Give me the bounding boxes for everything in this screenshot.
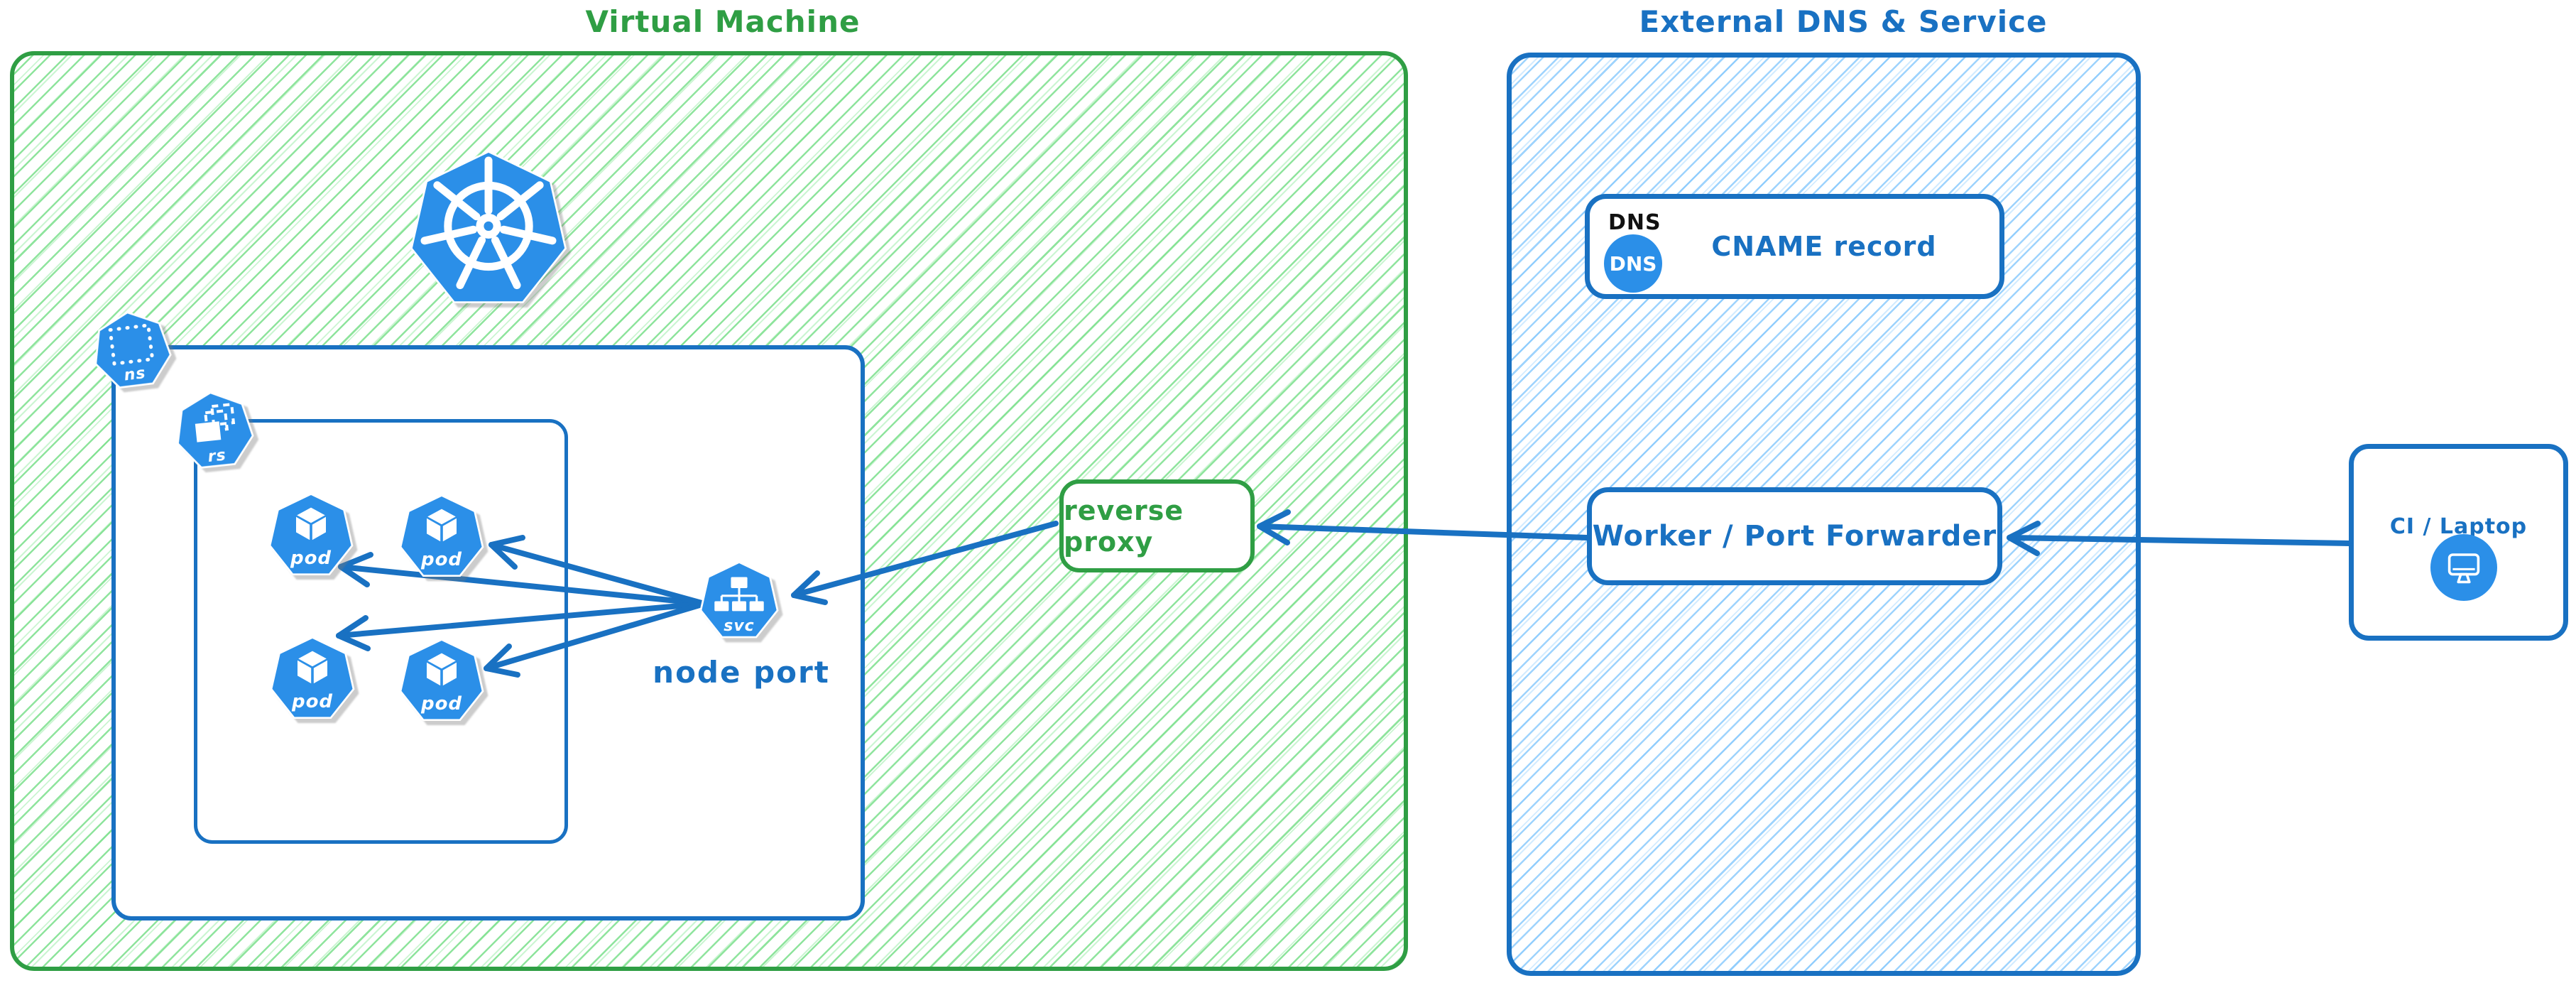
pod-icon: pod: [398, 639, 485, 725]
node-port-label: node port: [653, 655, 830, 690]
dns-card-header: DNS: [1608, 210, 1661, 235]
dns-badge-icon: DNS: [1604, 234, 1662, 293]
service-icon-label: svc: [724, 617, 755, 635]
ci-laptop-box: CI / Laptop: [2349, 444, 2568, 641]
namespace-icon-label: ns: [123, 364, 147, 385]
dns-card: DNS DNS CNAME record: [1585, 194, 2004, 299]
cname-record-label: CNAME record: [1711, 231, 1937, 262]
virtual-machine-title: Virtual Machine: [585, 4, 861, 39]
pod-icon-label: pod: [420, 549, 463, 570]
kubernetes-logo-icon: [408, 151, 569, 311]
pod-icon-label: pod: [290, 548, 332, 569]
namespace-icon: ns: [88, 307, 177, 396]
pod-icon: pod: [269, 636, 356, 723]
replicaset-icon: rs: [170, 387, 258, 474]
worker-port-forwarder-label: Worker / Port Forwarder: [1592, 520, 1997, 553]
pod-icon-label: pod: [291, 691, 334, 712]
reverse-proxy-label: reverse proxy: [1064, 494, 1184, 558]
pod-icon: pod: [398, 494, 485, 581]
service-icon: svc: [699, 561, 780, 642]
worker-port-forwarder-box: Worker / Port Forwarder: [1587, 487, 2002, 585]
pod-icon-label: pod: [420, 693, 463, 715]
external-dns-service-title: External DNS & Service: [1639, 4, 2048, 39]
pod-icon: pod: [268, 493, 354, 580]
reverse-proxy-box: reverse proxy: [1059, 479, 1255, 572]
replicaset-box: [194, 419, 568, 844]
replicaset-icon-label: rs: [207, 446, 227, 467]
monitor-icon: [2430, 534, 2497, 601]
